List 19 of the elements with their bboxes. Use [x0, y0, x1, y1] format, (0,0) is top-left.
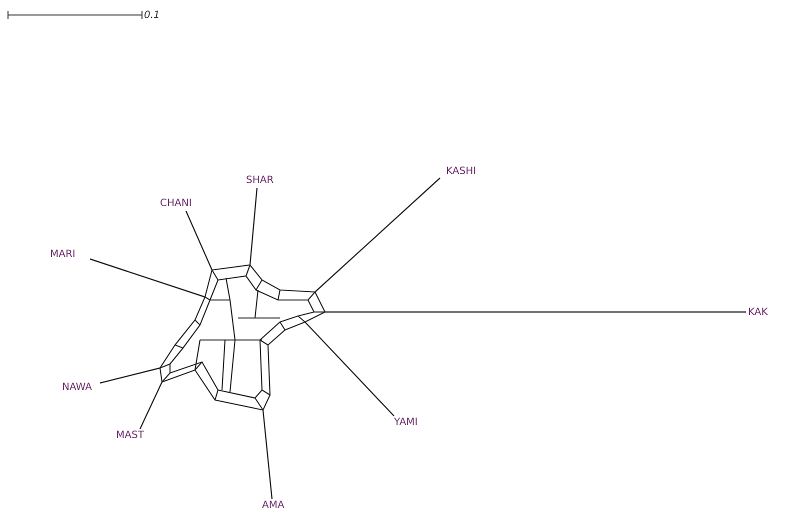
branch-line [90, 258, 206, 298]
taxon-label: MARI [50, 249, 76, 261]
taxon-label: AMA [262, 500, 284, 512]
taxon-label: MAST [116, 430, 144, 442]
branch-line [185, 210, 213, 270]
branch-line [100, 367, 160, 384]
branch-line [139, 382, 163, 430]
scale-label: 0.1 [144, 10, 160, 22]
branch-line [262, 410, 273, 500]
taxon-label: YAMI [394, 417, 418, 429]
taxon-label: NAWA [62, 382, 92, 394]
branch-line [325, 311, 746, 313]
branch-line [249, 188, 258, 266]
branch-line [304, 322, 394, 416]
taxon-label: CHANI [160, 198, 192, 210]
taxon-label: KAK [748, 307, 768, 319]
taxon-label: KASHI [446, 166, 476, 178]
taxon-label: SHAR [246, 175, 274, 187]
branch-line [314, 178, 440, 292]
